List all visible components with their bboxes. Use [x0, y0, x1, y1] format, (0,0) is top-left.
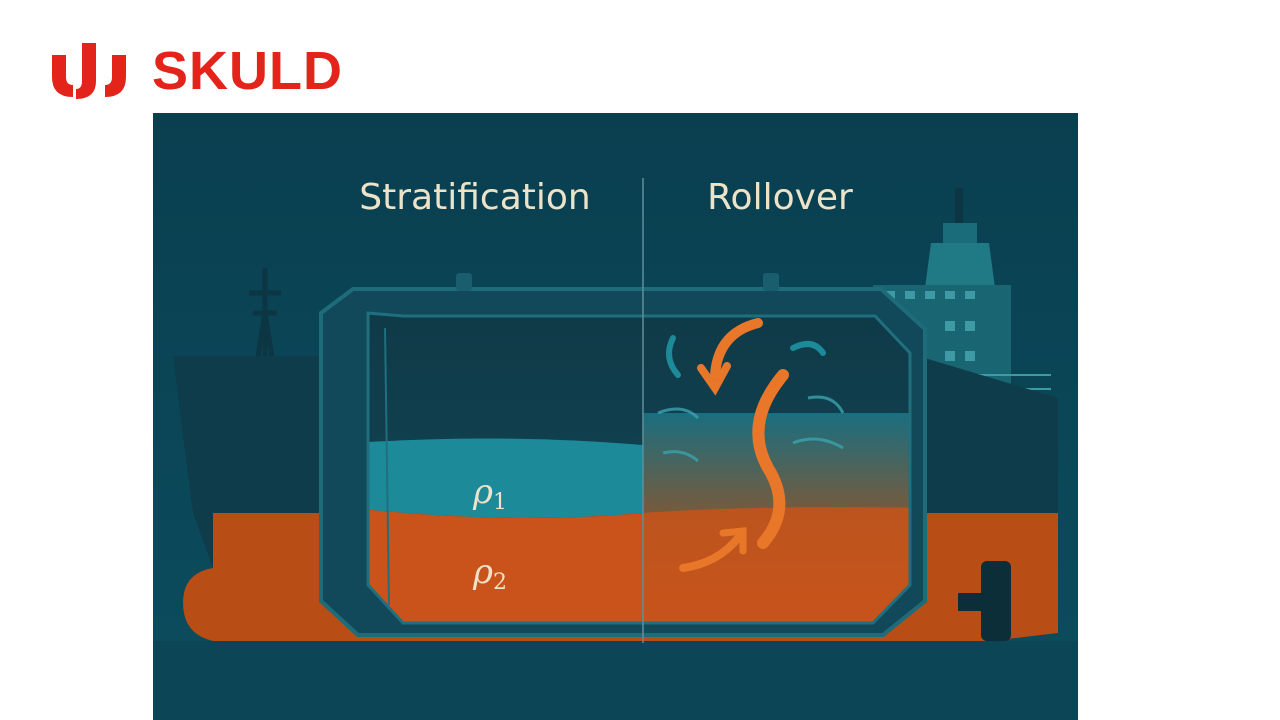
stratification-label: Stratification: [359, 177, 590, 218]
mixing-swirls: [657, 395, 845, 463]
tank-dome-left: [456, 273, 472, 291]
lng-tank-illustration: Stratification Rollover ρ1 ρ2: [153, 113, 1078, 720]
tank-inner-wall: [366, 311, 912, 625]
waterline: [153, 641, 1078, 720]
light-layer: [368, 438, 643, 518]
propeller: [958, 561, 1011, 641]
rollover-label: Rollover: [707, 177, 853, 218]
tank-dome-right: [763, 273, 779, 291]
tank-diagram: Stratification Rollover ρ1 ρ2: [153, 113, 1078, 720]
dense-layer: [368, 508, 643, 623]
brand-logo: SKULD: [48, 42, 343, 100]
lower-layer-density-label: ρ2: [472, 552, 507, 595]
brand-wordmark: SKULD: [152, 41, 343, 101]
rollover-arrows: [666, 318, 826, 572]
bow-mast: [249, 268, 281, 364]
skuld-logo-icon: [52, 43, 126, 99]
upper-layer-density-label: ρ1: [472, 472, 507, 515]
